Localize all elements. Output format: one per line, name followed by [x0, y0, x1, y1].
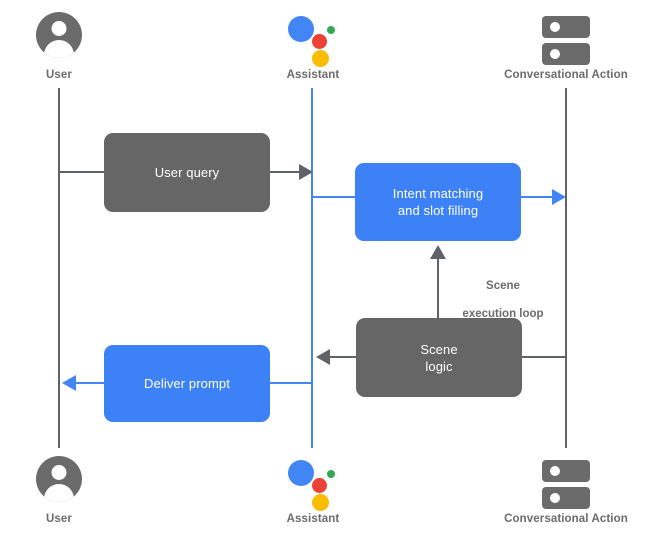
- server-icon-shape: [542, 460, 590, 510]
- connector-assistant-to-deliverprompt: [269, 382, 312, 384]
- server-icon: [496, 452, 636, 510]
- actor-user-top: User: [0, 8, 129, 82]
- arrowhead-intentmatching-to-ca: [552, 189, 566, 205]
- user-avatar-circle: [36, 12, 82, 58]
- lifeline-user: [58, 88, 60, 448]
- arrowhead-scene-execution-loop: [430, 245, 446, 259]
- server-unit-top: [542, 16, 590, 38]
- step-box-scene-logic[interactable]: Scene logic: [356, 318, 522, 397]
- step-box-intent-matching[interactable]: Intent matching and slot filling: [355, 163, 521, 241]
- server-led-top-icon: [550, 22, 560, 32]
- assistant-blue-dot-icon: [288, 460, 314, 486]
- user-avatar-icon: [0, 452, 129, 508]
- assistant-green-dot-icon: [327, 26, 335, 34]
- server-unit-bottom: [542, 487, 590, 509]
- connector-ca-to-scenelogic: [520, 356, 566, 358]
- lifeline-assistant: [311, 88, 313, 448]
- user-avatar-icon: [0, 8, 129, 64]
- actor-label-assistant-top: Assistant: [286, 69, 340, 81]
- actor-conversational-action-top: Conversational Action: [496, 8, 636, 82]
- assistant-dots-group: [288, 12, 338, 67]
- actor-label-assistant-bottom: Assistant: [286, 513, 340, 525]
- lifeline-conversational-action: [565, 88, 567, 448]
- actor-label-user-top: User: [46, 69, 72, 81]
- assistant-blue-dot-icon: [288, 16, 314, 42]
- server-led-top-icon: [550, 466, 560, 476]
- connector-user-to-userquery: [58, 171, 108, 173]
- annotation-scene-execution-loop: Scene execution loop: [443, 265, 563, 335]
- connector-scenelogic-to-assistant: [329, 356, 356, 358]
- user-avatar-circle: [36, 456, 82, 502]
- step-label-intent-matching-line1: Intent matching: [392, 186, 484, 201]
- actor-label-user-bottom: User: [46, 513, 72, 525]
- connector-deliverprompt-to-user: [76, 382, 105, 384]
- step-label-scene-logic-line2: logic: [425, 358, 453, 374]
- actor-assistant-top: Assistant: [243, 8, 383, 82]
- server-icon-shape: [542, 16, 590, 66]
- assistant-green-dot-icon: [327, 470, 335, 478]
- server-unit-top: [542, 460, 590, 482]
- actor-conversational-action-bottom: Conversational Action: [496, 452, 636, 526]
- connector-userquery-to-assistant: [268, 171, 304, 173]
- user-head-shape: [51, 465, 67, 480]
- user-body-shape: [44, 484, 74, 502]
- assistant-yellow-dot-icon: [312, 494, 329, 511]
- step-label-user-query: User query: [154, 165, 220, 180]
- assistant-dots-group: [288, 456, 338, 511]
- arrowhead-scenelogic-to-assistant: [316, 349, 330, 365]
- google-assistant-icon: [243, 8, 383, 67]
- connector-intentmatching-to-ca: [520, 196, 554, 198]
- step-label-scene-logic-line1: Scene: [420, 341, 458, 357]
- google-assistant-icon: [243, 452, 383, 511]
- actor-label-conversational-action-bottom: Conversational Action: [504, 513, 628, 525]
- step-label-deliver-prompt: Deliver prompt: [144, 376, 230, 391]
- step-box-deliver-prompt[interactable]: Deliver prompt: [104, 345, 270, 422]
- assistant-yellow-dot-icon: [312, 50, 329, 67]
- server-led-bottom-icon: [550, 493, 560, 503]
- user-head-shape: [51, 21, 67, 36]
- assistant-red-dot-icon: [312, 34, 327, 49]
- step-label-intent-matching-line2: and slot filling: [397, 203, 479, 218]
- arrowhead-deliverprompt-to-user: [62, 375, 76, 391]
- connector-scene-execution-loop: [437, 258, 439, 320]
- actor-label-conversational-action-top: Conversational Action: [504, 69, 628, 81]
- step-box-user-query[interactable]: User query: [104, 133, 270, 212]
- server-led-bottom-icon: [550, 49, 560, 59]
- actor-user-bottom: User: [0, 452, 129, 526]
- user-body-shape: [44, 40, 74, 58]
- annotation-line1: Scene: [486, 280, 520, 292]
- annotation-line2: execution loop: [462, 308, 544, 320]
- arrowhead-userquery-to-assistant: [299, 164, 313, 180]
- actor-assistant-bottom: Assistant: [243, 452, 383, 526]
- server-icon: [496, 8, 636, 66]
- connector-assistant-to-intentmatching: [311, 196, 359, 198]
- server-unit-bottom: [542, 43, 590, 65]
- assistant-red-dot-icon: [312, 478, 327, 493]
